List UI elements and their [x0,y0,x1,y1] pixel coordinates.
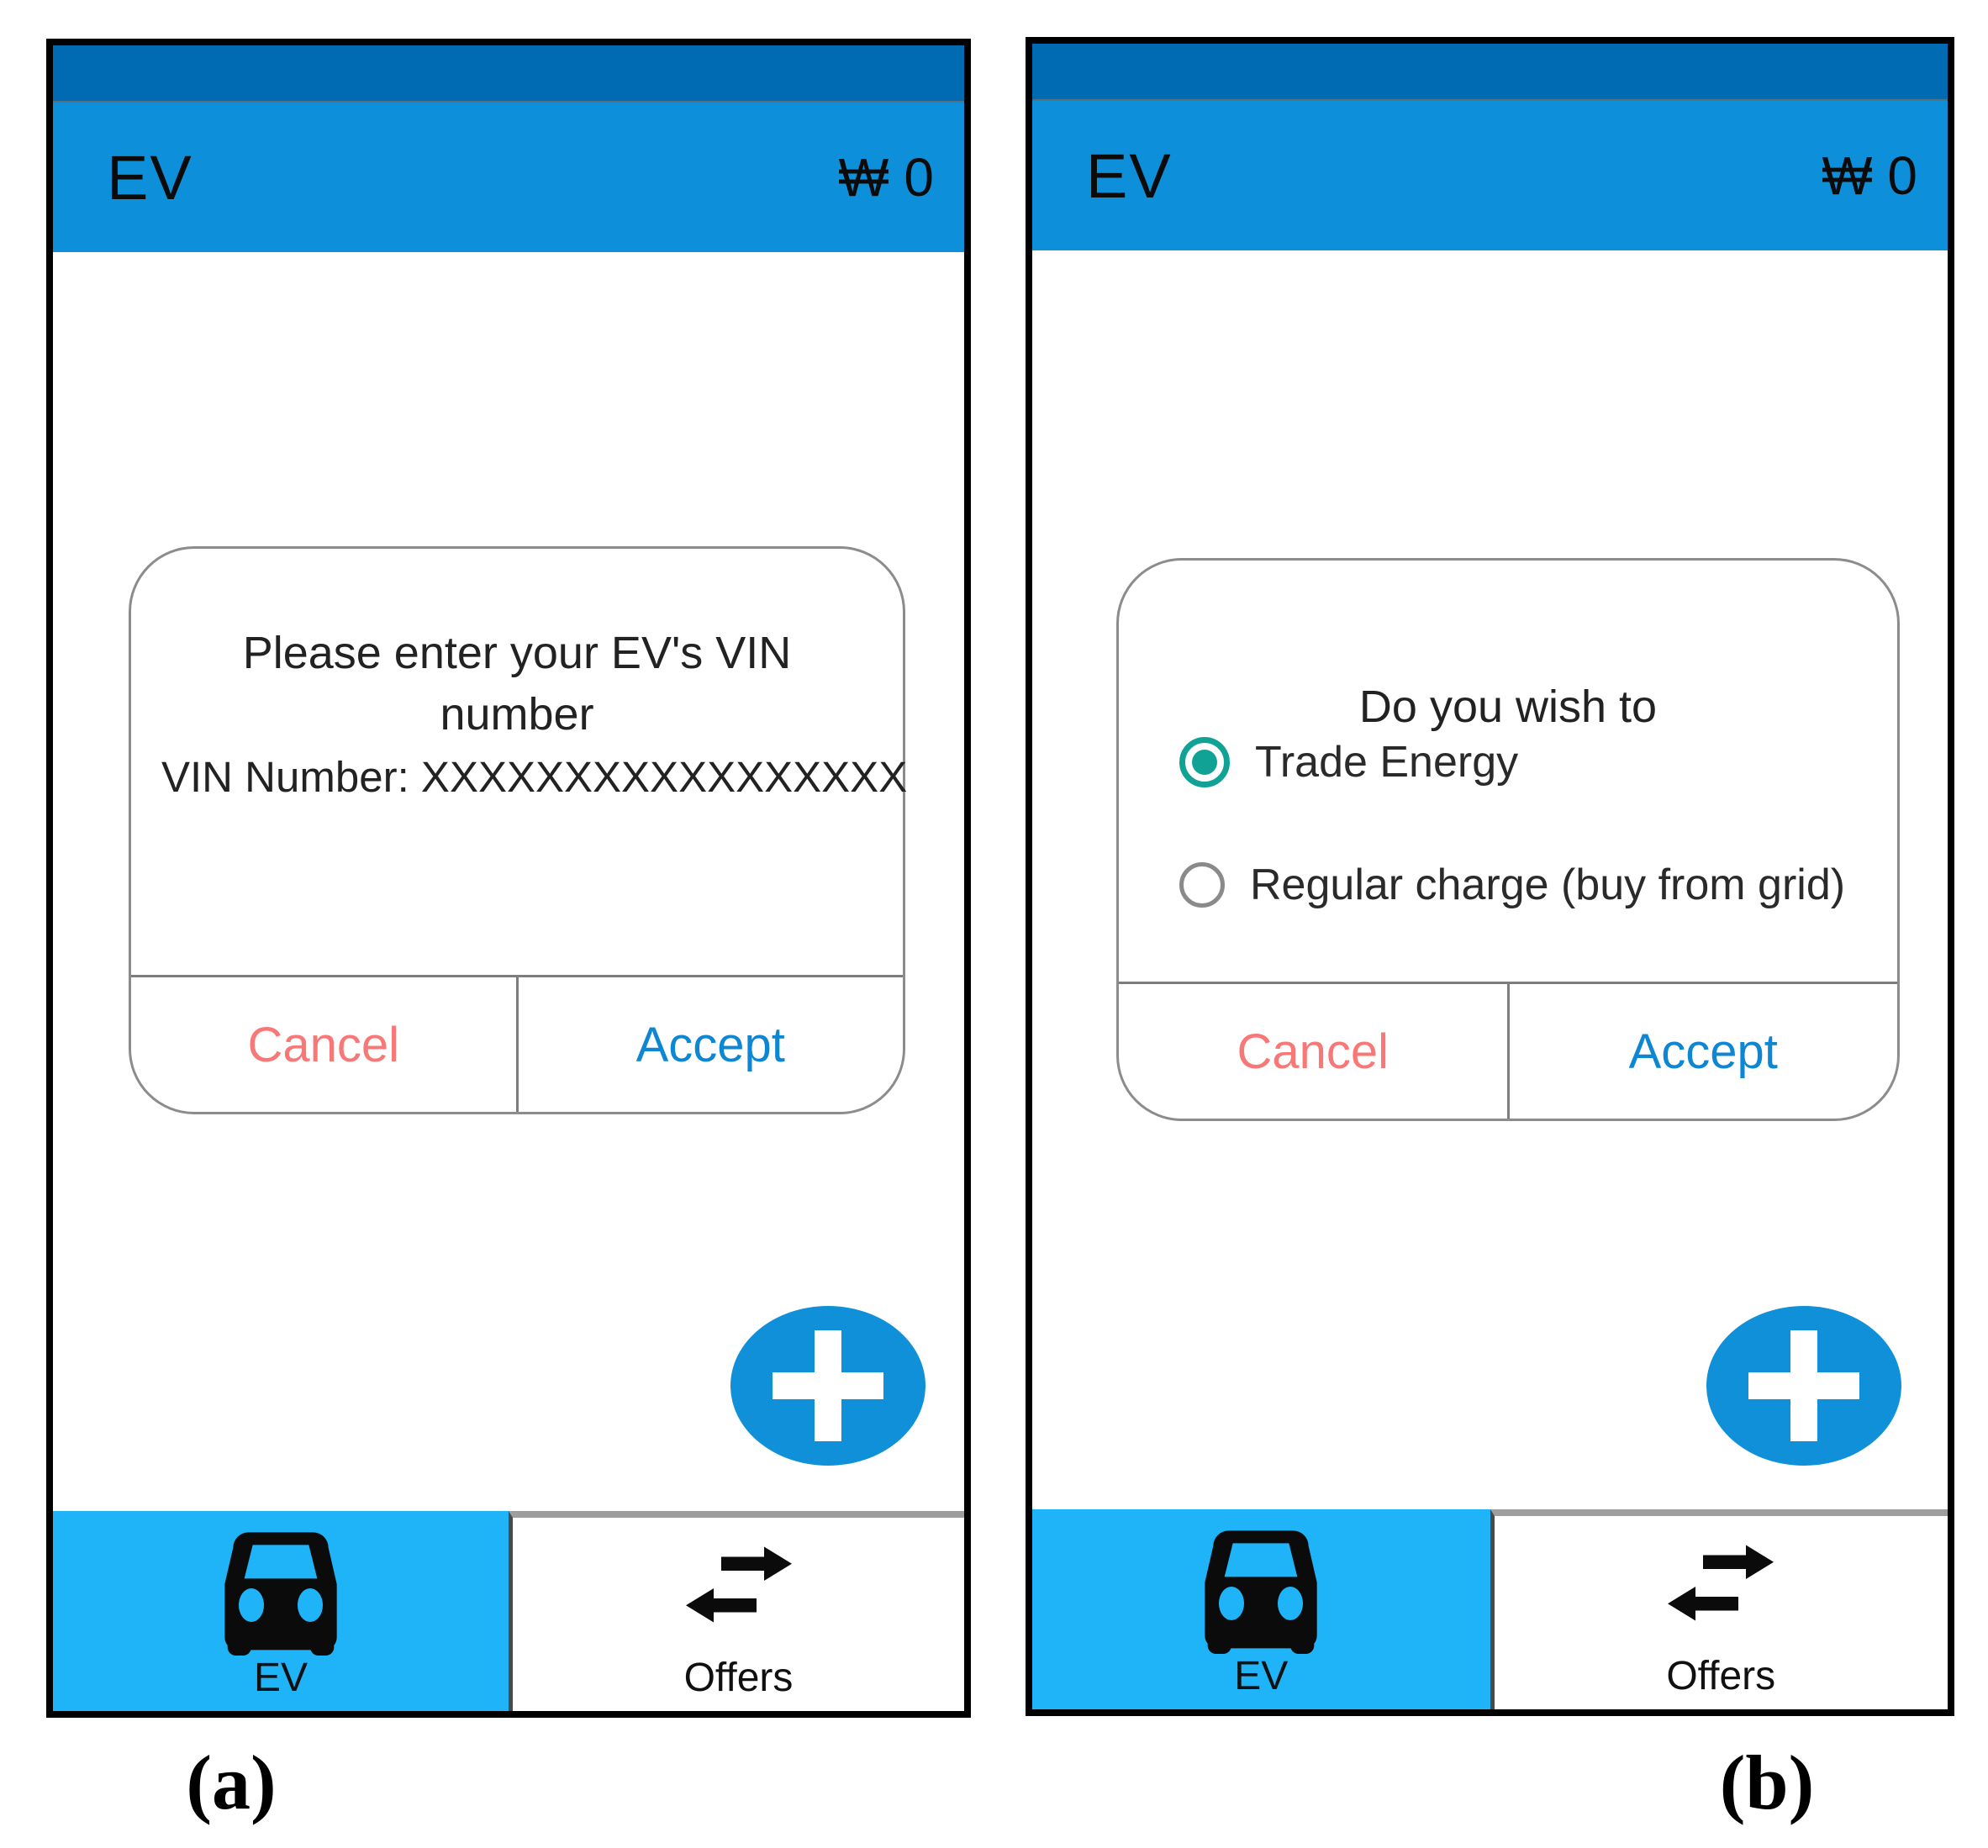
subfigure-label-a: (a) [186,1740,277,1825]
wallet-balance: ₩ 0 [1822,145,1917,206]
vin-label: VIN Number: [161,753,409,801]
phone-screenshot-a: EV ₩ 0 Please enter your EV's VIN number… [46,39,971,1718]
plus-icon [815,1330,841,1441]
app-screen-b: EV ₩ 0 Do you wish to Trade Energy Regul… [1032,44,1948,1709]
tab-offers-label: Offers [1666,1654,1776,1698]
car-icon [1189,1528,1332,1658]
dialog-button-row: Cancel Accept [131,975,903,1112]
bottom-tab-bar: EV Offers [1032,1509,1948,1709]
cancel-button[interactable]: Cancel [131,977,519,1112]
option-label: Trade Energy [1255,738,1519,787]
radio-selected-icon[interactable] [1179,737,1230,787]
cancel-button[interactable]: Cancel [1119,984,1510,1119]
vin-value[interactable]: XXXXXXXXXXXXXXXXX [420,753,908,801]
car-icon [209,1529,352,1660]
dialog-title: Please enter your EV's VIN number [131,623,903,745]
app-header: EV ₩ 0 [53,103,964,252]
app-header: EV ₩ 0 [1032,101,1948,250]
tab-offers[interactable]: Offers [509,1511,964,1711]
vin-entry-dialog: Please enter your EV's VIN number VIN Nu… [129,546,907,1114]
bottom-tab-bar: EV Offers [53,1511,964,1711]
status-bar [1032,44,1948,101]
dialog-title-line1: Please enter your EV's VIN [242,628,792,678]
vin-input-row[interactable]: VIN Number: XXXXXXXXXXXXXXXXX [161,752,907,802]
tab-ev-label: EV [253,1656,308,1700]
add-button[interactable] [1706,1306,1901,1466]
wallet-balance: ₩ 0 [838,147,934,208]
subfigure-label-b: (b) [1719,1740,1815,1825]
option-trade-energy[interactable]: Trade Energy [1179,729,1518,796]
swap-arrows-icon [1658,1538,1784,1635]
app-title: EV [1086,140,1173,211]
tab-offers-label: Offers [683,1656,794,1700]
tab-ev[interactable]: EV [53,1511,509,1711]
add-button[interactable] [730,1306,925,1466]
phone-screenshot-b: EV ₩ 0 Do you wish to Trade Energy Regul… [1026,37,1954,1716]
radio-unselected-icon[interactable] [1179,862,1225,908]
app-screen-a: EV ₩ 0 Please enter your EV's VIN number… [53,45,964,1711]
swap-arrows-icon [676,1540,802,1636]
radio-dot [1192,750,1217,775]
status-bar [53,45,964,103]
plus-icon [1790,1330,1817,1441]
tab-ev-label: EV [1234,1654,1289,1698]
charge-mode-dialog: Do you wish to Trade Energy Regular char… [1116,558,1900,1121]
accept-button[interactable]: Accept [1510,984,1898,1119]
option-label: Regular charge (buy from grid) [1250,861,1846,909]
tab-ev[interactable]: EV [1032,1509,1490,1709]
dialog-title: Do you wish to [1358,682,1658,732]
app-title: EV [107,142,193,213]
option-regular-charge[interactable]: Regular charge (buy from grid) [1179,851,1845,919]
accept-button[interactable]: Accept [519,977,904,1112]
dialog-button-row: Cancel Accept [1119,982,1897,1119]
dialog-title-line2: number [440,688,594,740]
tab-offers[interactable]: Offers [1490,1509,1948,1709]
